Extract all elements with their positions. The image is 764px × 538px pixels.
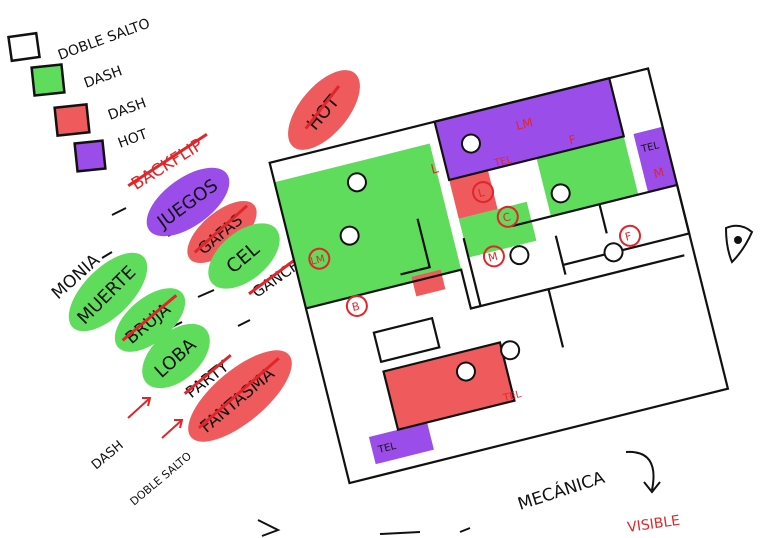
marker-lm: LM <box>310 254 326 268</box>
arrow-icon <box>161 419 184 439</box>
legend-label-hot: HOT <box>116 126 150 151</box>
label-l-top: L <box>429 161 440 177</box>
marker-m: M <box>487 250 499 265</box>
note-visible: VISIBLE <box>626 513 681 536</box>
label-dash: DASH <box>89 438 127 473</box>
legend: DOBLE SALTO DASH DASH HOT <box>7 16 152 173</box>
zone-green-main <box>274 143 462 309</box>
label-tel-1: TEL <box>492 154 514 169</box>
zone-purple-top <box>434 78 624 180</box>
legend-swatch-green <box>30 63 66 97</box>
marker-c: C <box>501 210 512 225</box>
label-tel-4: TEL <box>376 441 398 456</box>
legend-swatch-purple <box>73 139 107 173</box>
level-map: LM B L C M F LM L TEL F TEL M TEL TEL <box>268 67 730 485</box>
arrow-icon <box>625 450 661 494</box>
skull-icon <box>339 133 624 382</box>
label-f-top: F <box>568 132 578 147</box>
label-tel-3: TEL <box>501 389 523 404</box>
zone-purple-bottom <box>368 422 434 465</box>
label-lm-top: LM <box>514 115 534 133</box>
marker-b: B <box>351 300 361 314</box>
legend-swatch-red <box>53 103 91 137</box>
note-mecanica: MECÁNICA <box>515 466 608 515</box>
legend-label-doble-salto: DOBLE SALTO <box>56 16 152 64</box>
legend-label-dash-red: DASH <box>106 95 149 124</box>
label-doble-salto: DOBLE SALTO <box>128 449 195 508</box>
arrow-icon <box>127 397 152 419</box>
legend-label-dash-green: DASH <box>82 63 125 92</box>
legend-swatch-doble-salto <box>7 31 41 63</box>
label-tel-2: TEL <box>639 140 661 155</box>
blob-cel: CEL <box>208 223 280 289</box>
marker-l: L <box>477 186 487 200</box>
eye-icon <box>724 224 754 264</box>
blob-hot: HOT <box>288 70 360 150</box>
marker-f: F <box>624 230 633 244</box>
label-m-right: M <box>652 165 665 181</box>
